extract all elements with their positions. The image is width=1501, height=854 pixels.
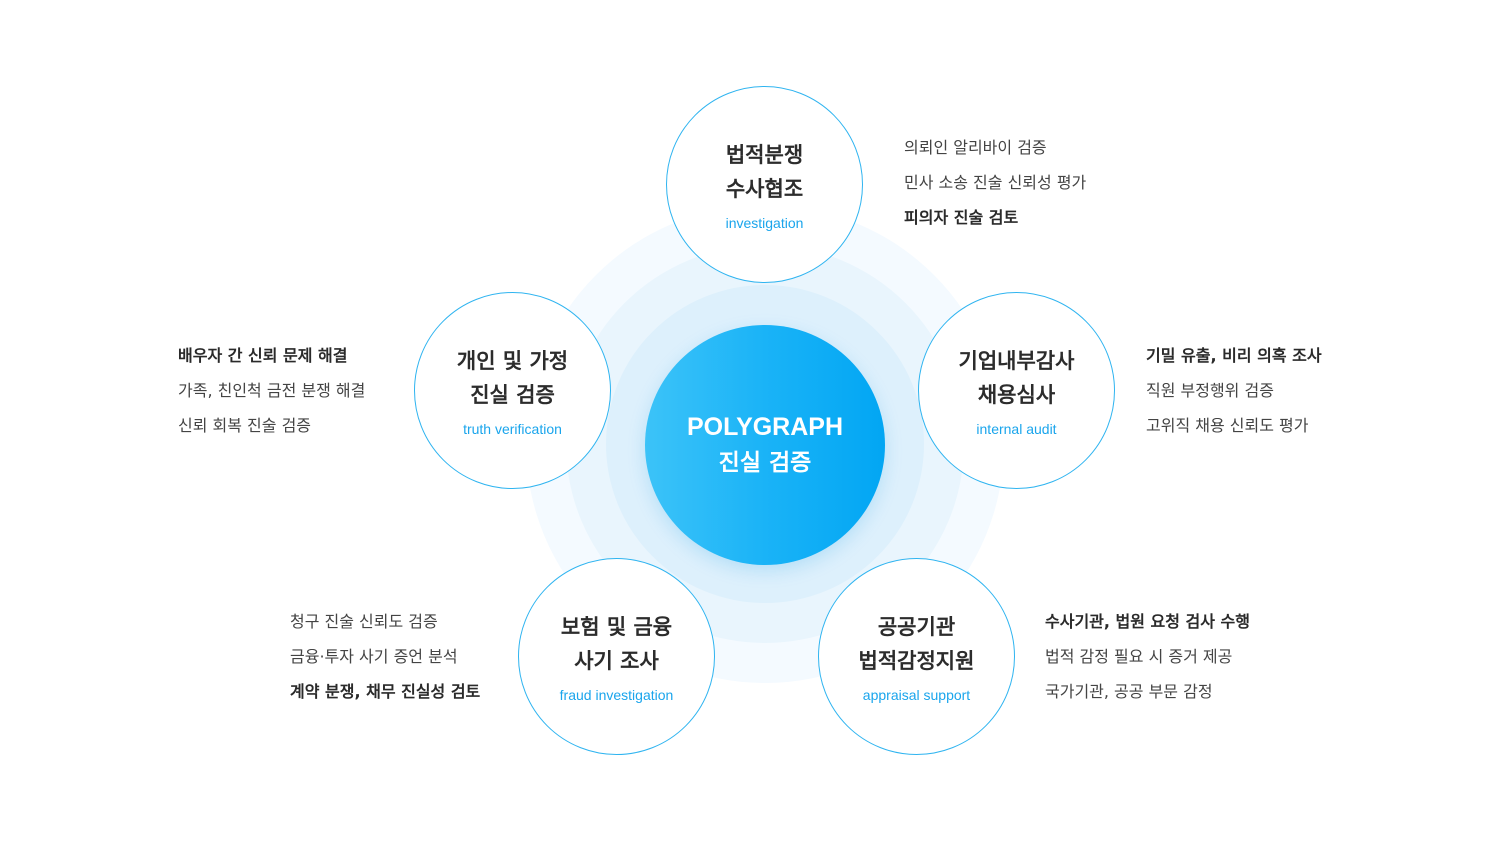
node-fraud-investigation: 보험 및 금융 사기 조사 fraud investigation (518, 558, 715, 755)
node-subtitle: internal audit (976, 420, 1057, 437)
node-title-line2: 채용심사 (977, 382, 1056, 407)
node-subtitle: truth verification (463, 420, 562, 437)
node-investigation: 법적분쟁 수사협조 investigation (666, 86, 863, 283)
list-item: 고위직 채용 신뢰도 평가 (1146, 416, 1309, 435)
fraud-investigation-item-list: 청구 진술 신뢰도 검증 금융·투자 사기 증언 분석 계약 분쟁, 채무 진실… (290, 611, 480, 716)
node-subtitle: appraisal support (862, 686, 971, 703)
list-item: 피의자 진술 검토 (904, 208, 1019, 227)
node-title-line1: 기업내부감사 (958, 348, 1075, 373)
list-item: 청구 진술 신뢰도 검증 (290, 612, 438, 631)
list-item: 수사기관, 법원 요청 검사 수행 (1045, 612, 1250, 631)
node-internal-audit: 기업내부감사 채용심사 internal audit (918, 292, 1115, 489)
list-item: 민사 소송 진술 신뢰성 평가 (904, 173, 1087, 192)
list-item: 배우자 간 신뢰 문제 해결 (178, 346, 348, 365)
node-title-line1: 법적분쟁 (725, 142, 804, 167)
node-title-line1: 공공기관 (877, 614, 956, 639)
list-item: 가족, 친인척 금전 분쟁 해결 (178, 381, 366, 400)
list-item: 국가기관, 공공 부문 감정 (1045, 682, 1213, 701)
node-truth-verification: 개인 및 가정 진실 검증 truth verification (414, 292, 611, 489)
node-title-line1: 개인 및 가정 (456, 348, 569, 373)
center-subtitle: 진실 검증 (718, 450, 812, 476)
list-item: 직원 부정행위 검증 (1146, 381, 1274, 400)
node-subtitle: investigation (725, 214, 804, 231)
node-title-line2: 진실 검증 (470, 382, 555, 407)
investigation-item-list: 의뢰인 알리바이 검증 민사 소송 진술 신뢰성 평가 피의자 진술 검토 (904, 137, 1086, 242)
center-title: POLYGRAPH (686, 413, 844, 441)
node-title-line2: 수사협조 (725, 176, 804, 201)
list-item: 금융·투자 사기 증언 분석 (290, 647, 458, 666)
truth-verification-item-list: 배우자 간 신뢰 문제 해결 가족, 친인척 금전 분쟁 해결 신뢰 회복 진술… (178, 345, 365, 450)
node-title-line2: 법적감정지원 (858, 648, 975, 673)
list-item: 의뢰인 알리바이 검증 (904, 138, 1047, 157)
list-item: 계약 분쟁, 채무 진실성 검토 (290, 682, 481, 701)
node-title-line2: 사기 조사 (574, 648, 659, 673)
list-item: 기밀 유출, 비리 의혹 조사 (1146, 346, 1322, 365)
list-item: 법적 감정 필요 시 증거 제공 (1045, 647, 1233, 666)
node-appraisal-support: 공공기관 법적감정지원 appraisal support (818, 558, 1015, 755)
center-polygraph-circle: POLYGRAPH 진실 검증 (645, 325, 885, 565)
internal-audit-item-list: 기밀 유출, 비리 의혹 조사 직원 부정행위 검증 고위직 채용 신뢰도 평가 (1146, 345, 1322, 450)
node-subtitle: fraud investigation (559, 686, 674, 703)
appraisal-support-item-list: 수사기관, 법원 요청 검사 수행 법적 감정 필요 시 증거 제공 국가기관,… (1045, 611, 1250, 716)
list-item: 신뢰 회복 진술 검증 (178, 416, 312, 435)
node-title-line1: 보험 및 금융 (560, 614, 673, 639)
